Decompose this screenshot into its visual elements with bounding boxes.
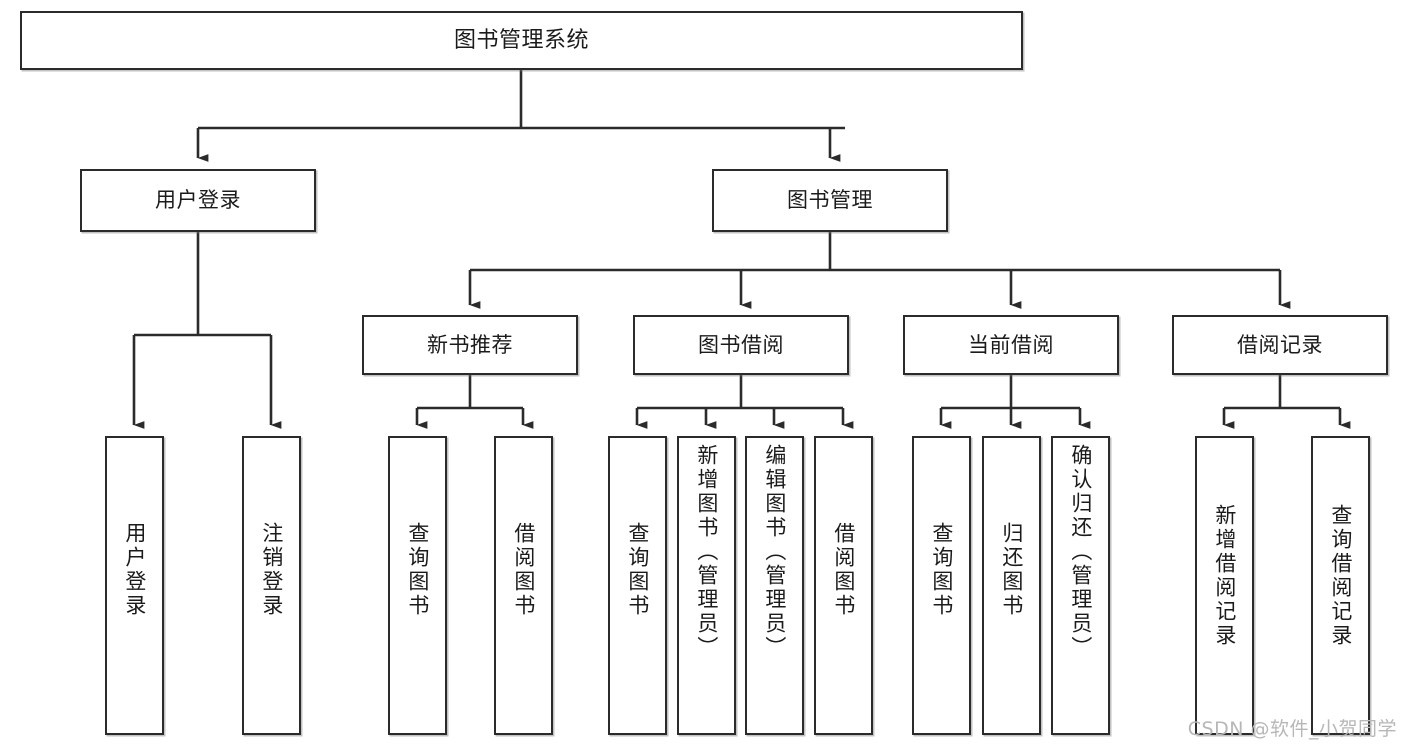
- node-label: 图书借阅: [698, 332, 784, 357]
- node-book-borrow[interactable]: 图书借阅: [633, 315, 849, 375]
- node-label: 编辑图书（管理员）: [762, 444, 787, 660]
- leaf-current-borrow-return-book[interactable]: 归还图书: [982, 436, 1041, 735]
- leaf-borrow-record-query-record[interactable]: 查询借阅记录: [1311, 436, 1370, 735]
- node-current-borrow[interactable]: 当前借阅: [903, 315, 1119, 375]
- node-label: 查询图书: [405, 522, 430, 618]
- node-label: 用户登录: [122, 522, 147, 618]
- node-label: 借阅图书: [831, 522, 856, 618]
- node-root-book-management-system[interactable]: 图书管理系统: [20, 11, 1023, 70]
- node-label: 用户登录: [155, 188, 241, 213]
- node-label: 借阅记录: [1237, 332, 1323, 357]
- node-label: 新增借阅记录: [1212, 504, 1237, 648]
- node-label: 注销登录: [259, 522, 284, 618]
- node-user-login[interactable]: 用户登录: [80, 169, 316, 232]
- node-new-book-recommend[interactable]: 新书推荐: [362, 315, 578, 375]
- node-borrow-record[interactable]: 借阅记录: [1172, 315, 1388, 375]
- node-label: 新增图书（管理员）: [694, 444, 719, 660]
- node-label: 借阅图书: [511, 522, 536, 618]
- leaf-user-login-login[interactable]: 用户登录: [105, 436, 164, 735]
- leaf-current-borrow-confirm-return-admin[interactable]: 确认归还（管理员）: [1051, 436, 1110, 735]
- node-label: 新书推荐: [427, 332, 513, 357]
- leaf-new-book-query-book[interactable]: 查询图书: [388, 436, 447, 735]
- node-label: 查询图书: [929, 522, 954, 618]
- leaf-user-login-logout[interactable]: 注销登录: [242, 436, 301, 735]
- leaf-book-borrow-edit-book-admin[interactable]: 编辑图书（管理员）: [745, 436, 804, 735]
- node-label: 当前借阅: [968, 332, 1054, 357]
- leaf-borrow-record-add-record[interactable]: 新增借阅记录: [1195, 436, 1254, 735]
- node-label: 图书管理: [787, 188, 873, 213]
- leaf-book-borrow-borrow-book[interactable]: 借阅图书: [814, 436, 873, 735]
- node-label: 确认归还（管理员）: [1068, 444, 1093, 660]
- csdn-watermark: CSDN @软件_小贺同学: [1187, 718, 1397, 740]
- leaf-current-borrow-query-book[interactable]: 查询图书: [912, 436, 971, 735]
- leaf-book-borrow-query-book[interactable]: 查询图书: [608, 436, 667, 735]
- node-label: 图书管理系统: [453, 27, 589, 53]
- leaf-book-borrow-add-book-admin[interactable]: 新增图书（管理员）: [677, 436, 736, 735]
- node-label: 查询借阅记录: [1328, 504, 1353, 648]
- node-label: 归还图书: [999, 522, 1024, 618]
- node-label: 查询图书: [625, 522, 650, 618]
- leaf-new-book-borrow-book[interactable]: 借阅图书: [494, 436, 553, 735]
- node-book-management[interactable]: 图书管理: [712, 169, 948, 232]
